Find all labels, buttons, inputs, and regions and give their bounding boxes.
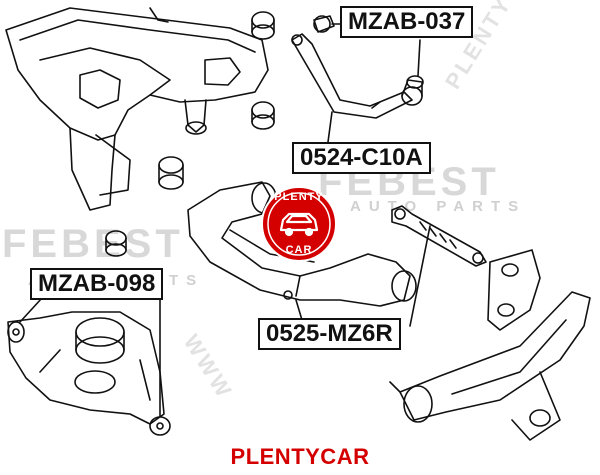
subframe: [5, 7, 269, 211]
leader-mzab098-a: [19, 297, 43, 323]
part-label-0524-c10a: 0524-C10A: [292, 142, 431, 174]
part-label-mzab-098: MZAB-098: [30, 268, 164, 300]
trailing-arm: [389, 291, 591, 441]
knuckle-bracket: [487, 249, 541, 331]
bushing-mzab098-left: [7, 321, 25, 343]
car-icon: [279, 212, 319, 237]
lower-arm: [7, 311, 165, 425]
bushing-top-center: [251, 11, 275, 40]
watermark-febest-left: FEBEST: [2, 222, 184, 266]
leader-mzab037-b: [417, 39, 421, 77]
part-label-0525-mz6r: 0525-MZ6R: [258, 318, 401, 350]
bushing-mzab037-lower: [401, 75, 424, 106]
bushing-mid-center: [251, 101, 275, 130]
upper-arm-0524: [291, 33, 413, 119]
plentycar-logo: [261, 186, 337, 262]
bushing-mzab037-upper: [313, 15, 335, 33]
logo-text-bottom: CAR: [285, 244, 313, 256]
leader-0524: [327, 111, 333, 143]
leader-0525: [295, 299, 303, 321]
bushing-left-mid: [158, 156, 184, 190]
bushing-mzab098-right: [149, 416, 171, 436]
adjustable-link: [391, 205, 487, 267]
logo-text-top: PLENTY: [274, 191, 324, 203]
bushing-left-low: [105, 230, 127, 257]
part-label-mzab-037: MZAB-037: [340, 6, 474, 38]
leader-link: [409, 225, 431, 327]
brand-caption: PLENTYCAR: [230, 444, 370, 469]
